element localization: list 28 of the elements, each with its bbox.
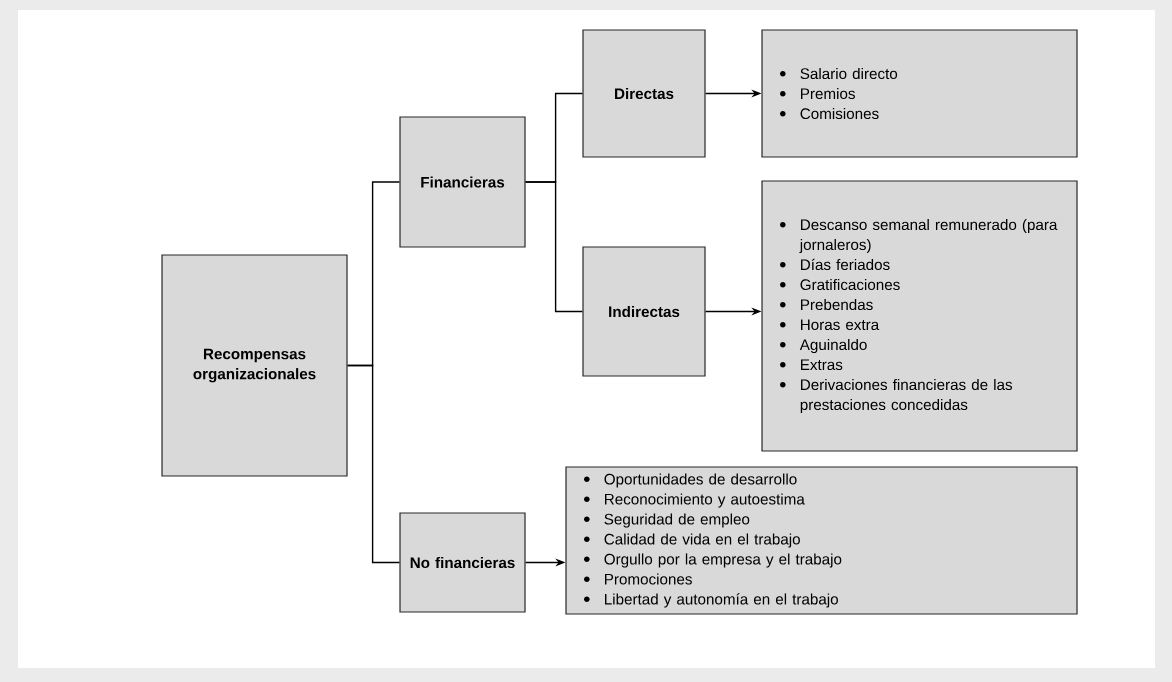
list-item: Prebendas	[780, 298, 873, 311]
list-item: Promociones	[584, 573, 692, 585]
list-box	[761, 180, 1078, 452]
list-item: Seguridad de empleo	[584, 513, 750, 528]
category-box: Financieras	[399, 116, 526, 248]
list-item: Aguinaldo	[780, 338, 867, 354]
list-item: Premios	[780, 87, 855, 100]
list-item: Oportunidades de desarrollo	[584, 473, 797, 488]
list-item: Gratificaciones	[780, 278, 900, 291]
connector	[346, 364, 401, 564]
category-box: Indirectas	[582, 246, 706, 377]
category-box: Directas	[582, 29, 706, 158]
list-box	[565, 466, 1078, 615]
category-box: No financieras	[399, 512, 526, 613]
list-box	[761, 29, 1078, 158]
list-item: Libertad y autonomía en el trabajo	[584, 593, 838, 608]
list-item: Descanso semanal remunerado (para jornaleros)	[780, 218, 1058, 254]
list-item: Extras	[780, 359, 843, 371]
list-item: Derivaciones financieras de las prestaciones concedidas	[780, 378, 1013, 414]
list-item: Días feriados	[780, 258, 890, 271]
list-item: Orgullo por la empresa y el trabajo	[584, 553, 842, 568]
list-item: Salario directo	[780, 67, 898, 80]
list-item: Horas extra	[780, 319, 880, 331]
list-item: Calidad de vida en el trabajo	[584, 533, 800, 548]
list-item: Comisiones	[780, 107, 879, 120]
list-item: Reconocimiento y autoestima	[584, 493, 805, 508]
category-box: Recompensas organizacionales	[161, 254, 348, 477]
connector	[524, 181, 584, 313]
